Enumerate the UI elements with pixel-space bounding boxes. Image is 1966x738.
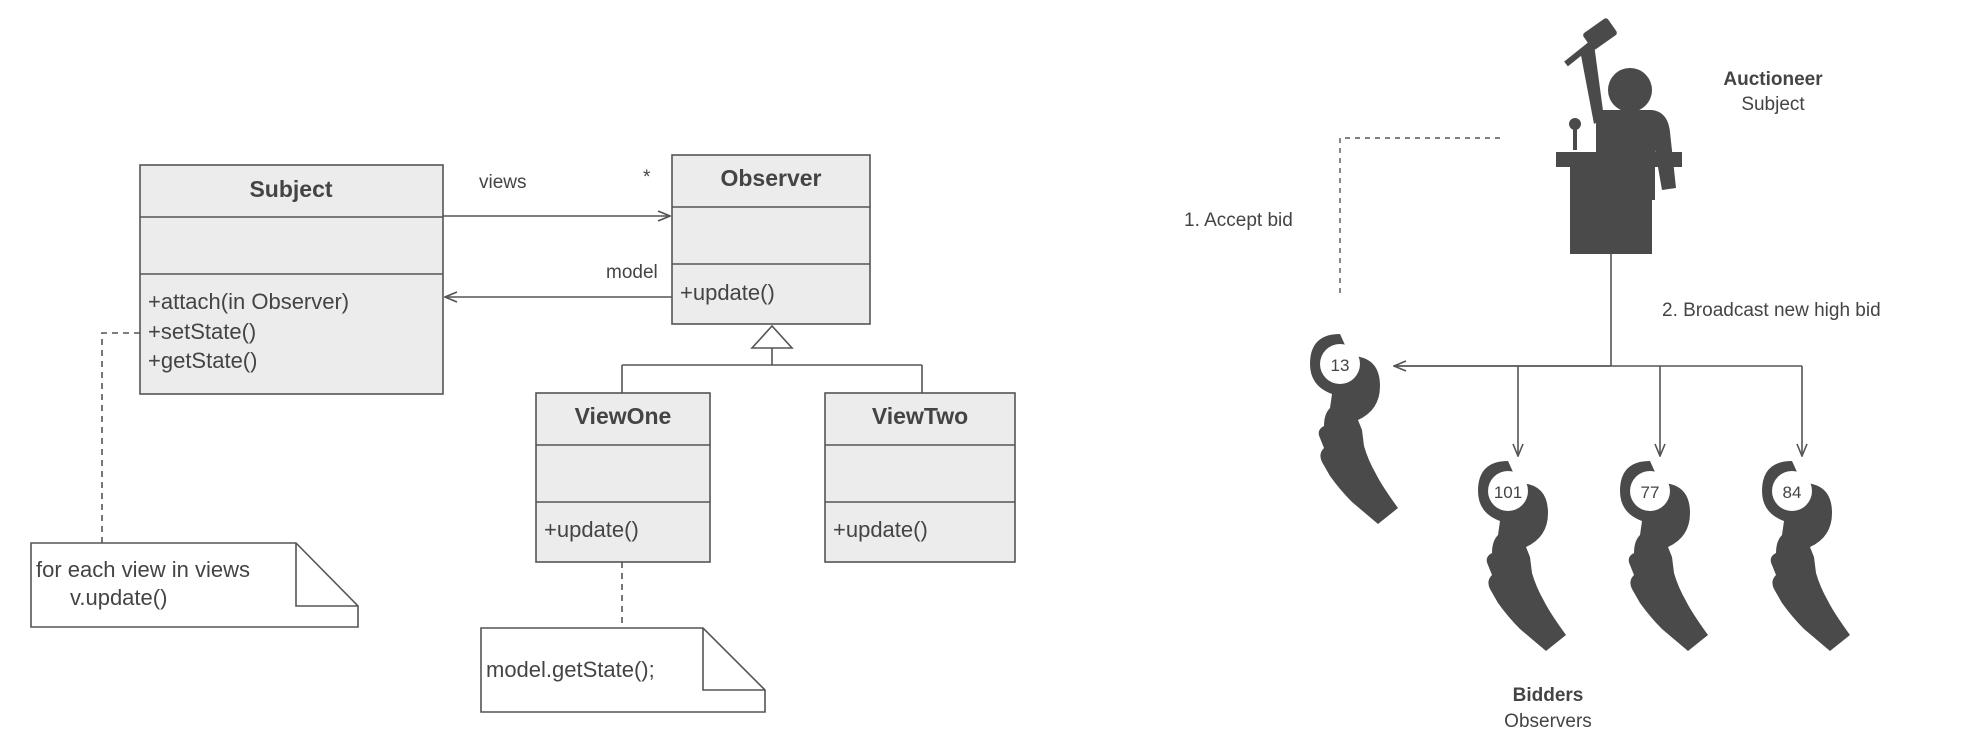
viewtwo-method-update: +update(): [833, 517, 928, 542]
note-viewone: model.getState();: [480, 627, 766, 713]
viewone-class: ViewOne +update(): [535, 392, 711, 563]
subject-method-getstate: +getState(): [148, 348, 257, 373]
note-viewone-text: model.getState();: [486, 657, 655, 682]
viewtwo-class: ViewTwo +update(): [824, 392, 1016, 563]
viewone-class-name: ViewOne: [575, 403, 672, 429]
association-views-label: views: [479, 172, 527, 193]
observer-class-name: Observer: [720, 165, 821, 191]
bidders-title: Bidders: [1513, 685, 1584, 706]
auctioneer-title: Auctioneer: [1723, 69, 1823, 90]
bidder-paddle-84: 84: [1762, 461, 1850, 651]
broadcast-tree: [1394, 254, 1802, 456]
auctioneer-role: Subject: [1741, 94, 1805, 115]
viewone-method-update: +update(): [544, 517, 639, 542]
auctioneer-icon: [1556, 18, 1682, 254]
paddle-number-101: 101: [1494, 483, 1522, 502]
step-accept-bid: 1. Accept bid: [1184, 210, 1293, 231]
observer-class: Observer +update(): [671, 154, 871, 325]
note-subject-line2: v.update(): [70, 585, 167, 610]
paddle-number-77: 77: [1641, 483, 1660, 502]
note-subject: for each view in views v.update(): [30, 542, 359, 628]
subject-class: Subject +attach(in Observer) +setState()…: [139, 164, 444, 395]
paddle-number-84: 84: [1783, 483, 1802, 502]
bidders-role: Observers: [1504, 711, 1592, 732]
subject-method-setstate: +setState(): [148, 319, 256, 344]
bidder-paddle-13: 13: [1310, 334, 1398, 524]
bidder-paddle-77: 77: [1620, 461, 1708, 651]
observer-method-update: +update(): [680, 280, 775, 305]
note-subject-connector: [101, 332, 140, 543]
subject-method-attach: +attach(in Observer): [148, 289, 349, 314]
paddle-number-13: 13: [1331, 356, 1350, 375]
association-model-label: model: [606, 262, 658, 283]
step-broadcast: 2. Broadcast new high bid: [1662, 300, 1881, 321]
subject-class-name: Subject: [249, 176, 332, 202]
association-multiplicity: *: [643, 167, 651, 188]
accept-bid-connector: [1339, 137, 1500, 295]
note-subject-line1: for each view in views: [36, 557, 250, 582]
inheritance-connector: [621, 324, 923, 393]
bidder-paddle-101: 101: [1478, 461, 1566, 651]
viewtwo-class-name: ViewTwo: [872, 403, 968, 429]
